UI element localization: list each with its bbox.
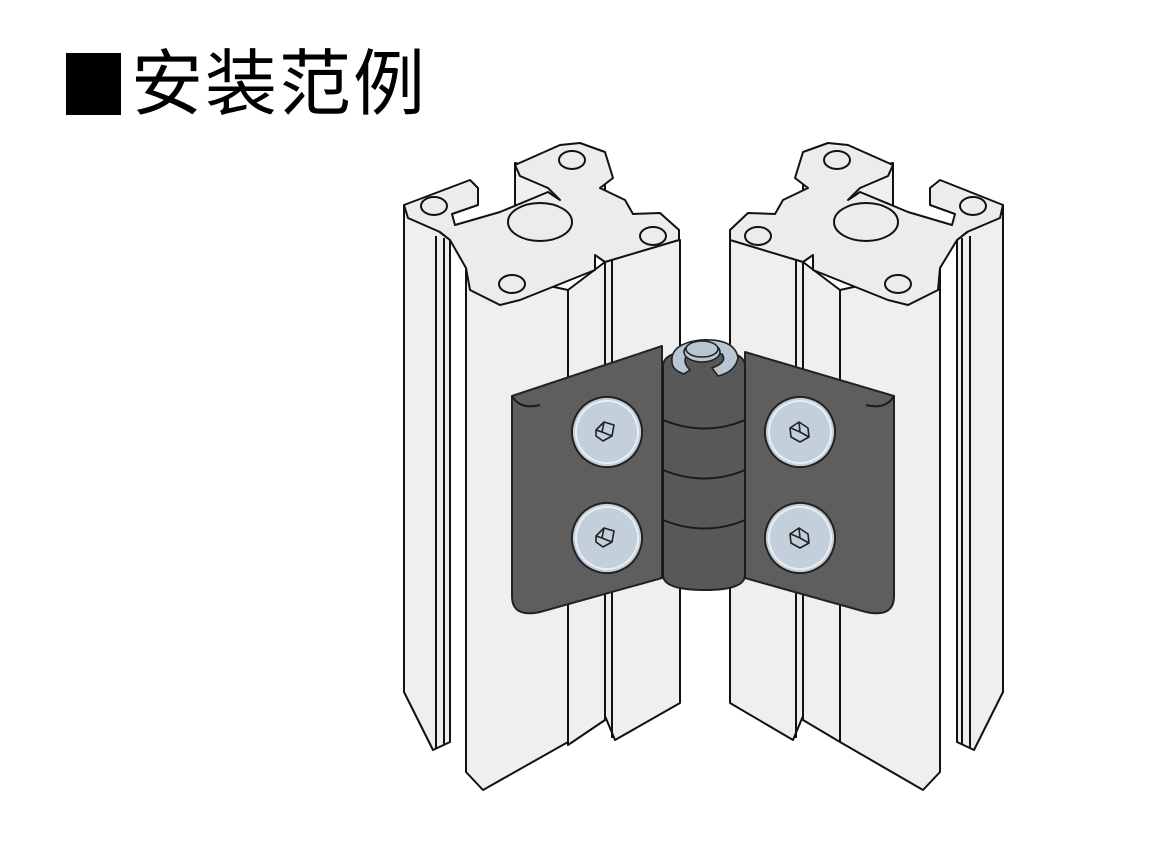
square-bullet-icon: [66, 53, 121, 115]
screw-bottom-left: [571, 502, 643, 574]
hex-socket-icon: [789, 527, 810, 549]
screw-top-right: [764, 396, 836, 468]
section-heading: 安装范例: [66, 34, 427, 134]
hex-socket-icon: [789, 421, 810, 443]
screw-top-left: [571, 396, 643, 468]
section-title: 安装范例: [131, 42, 428, 126]
hex-socket-icon: [595, 421, 615, 442]
hinge-pin-with-retaining-clip: [671, 339, 739, 377]
hex-socket-icon: [595, 527, 615, 548]
dark-gray-hinge: [511, 345, 895, 615]
screw-bottom-right: [764, 502, 836, 574]
